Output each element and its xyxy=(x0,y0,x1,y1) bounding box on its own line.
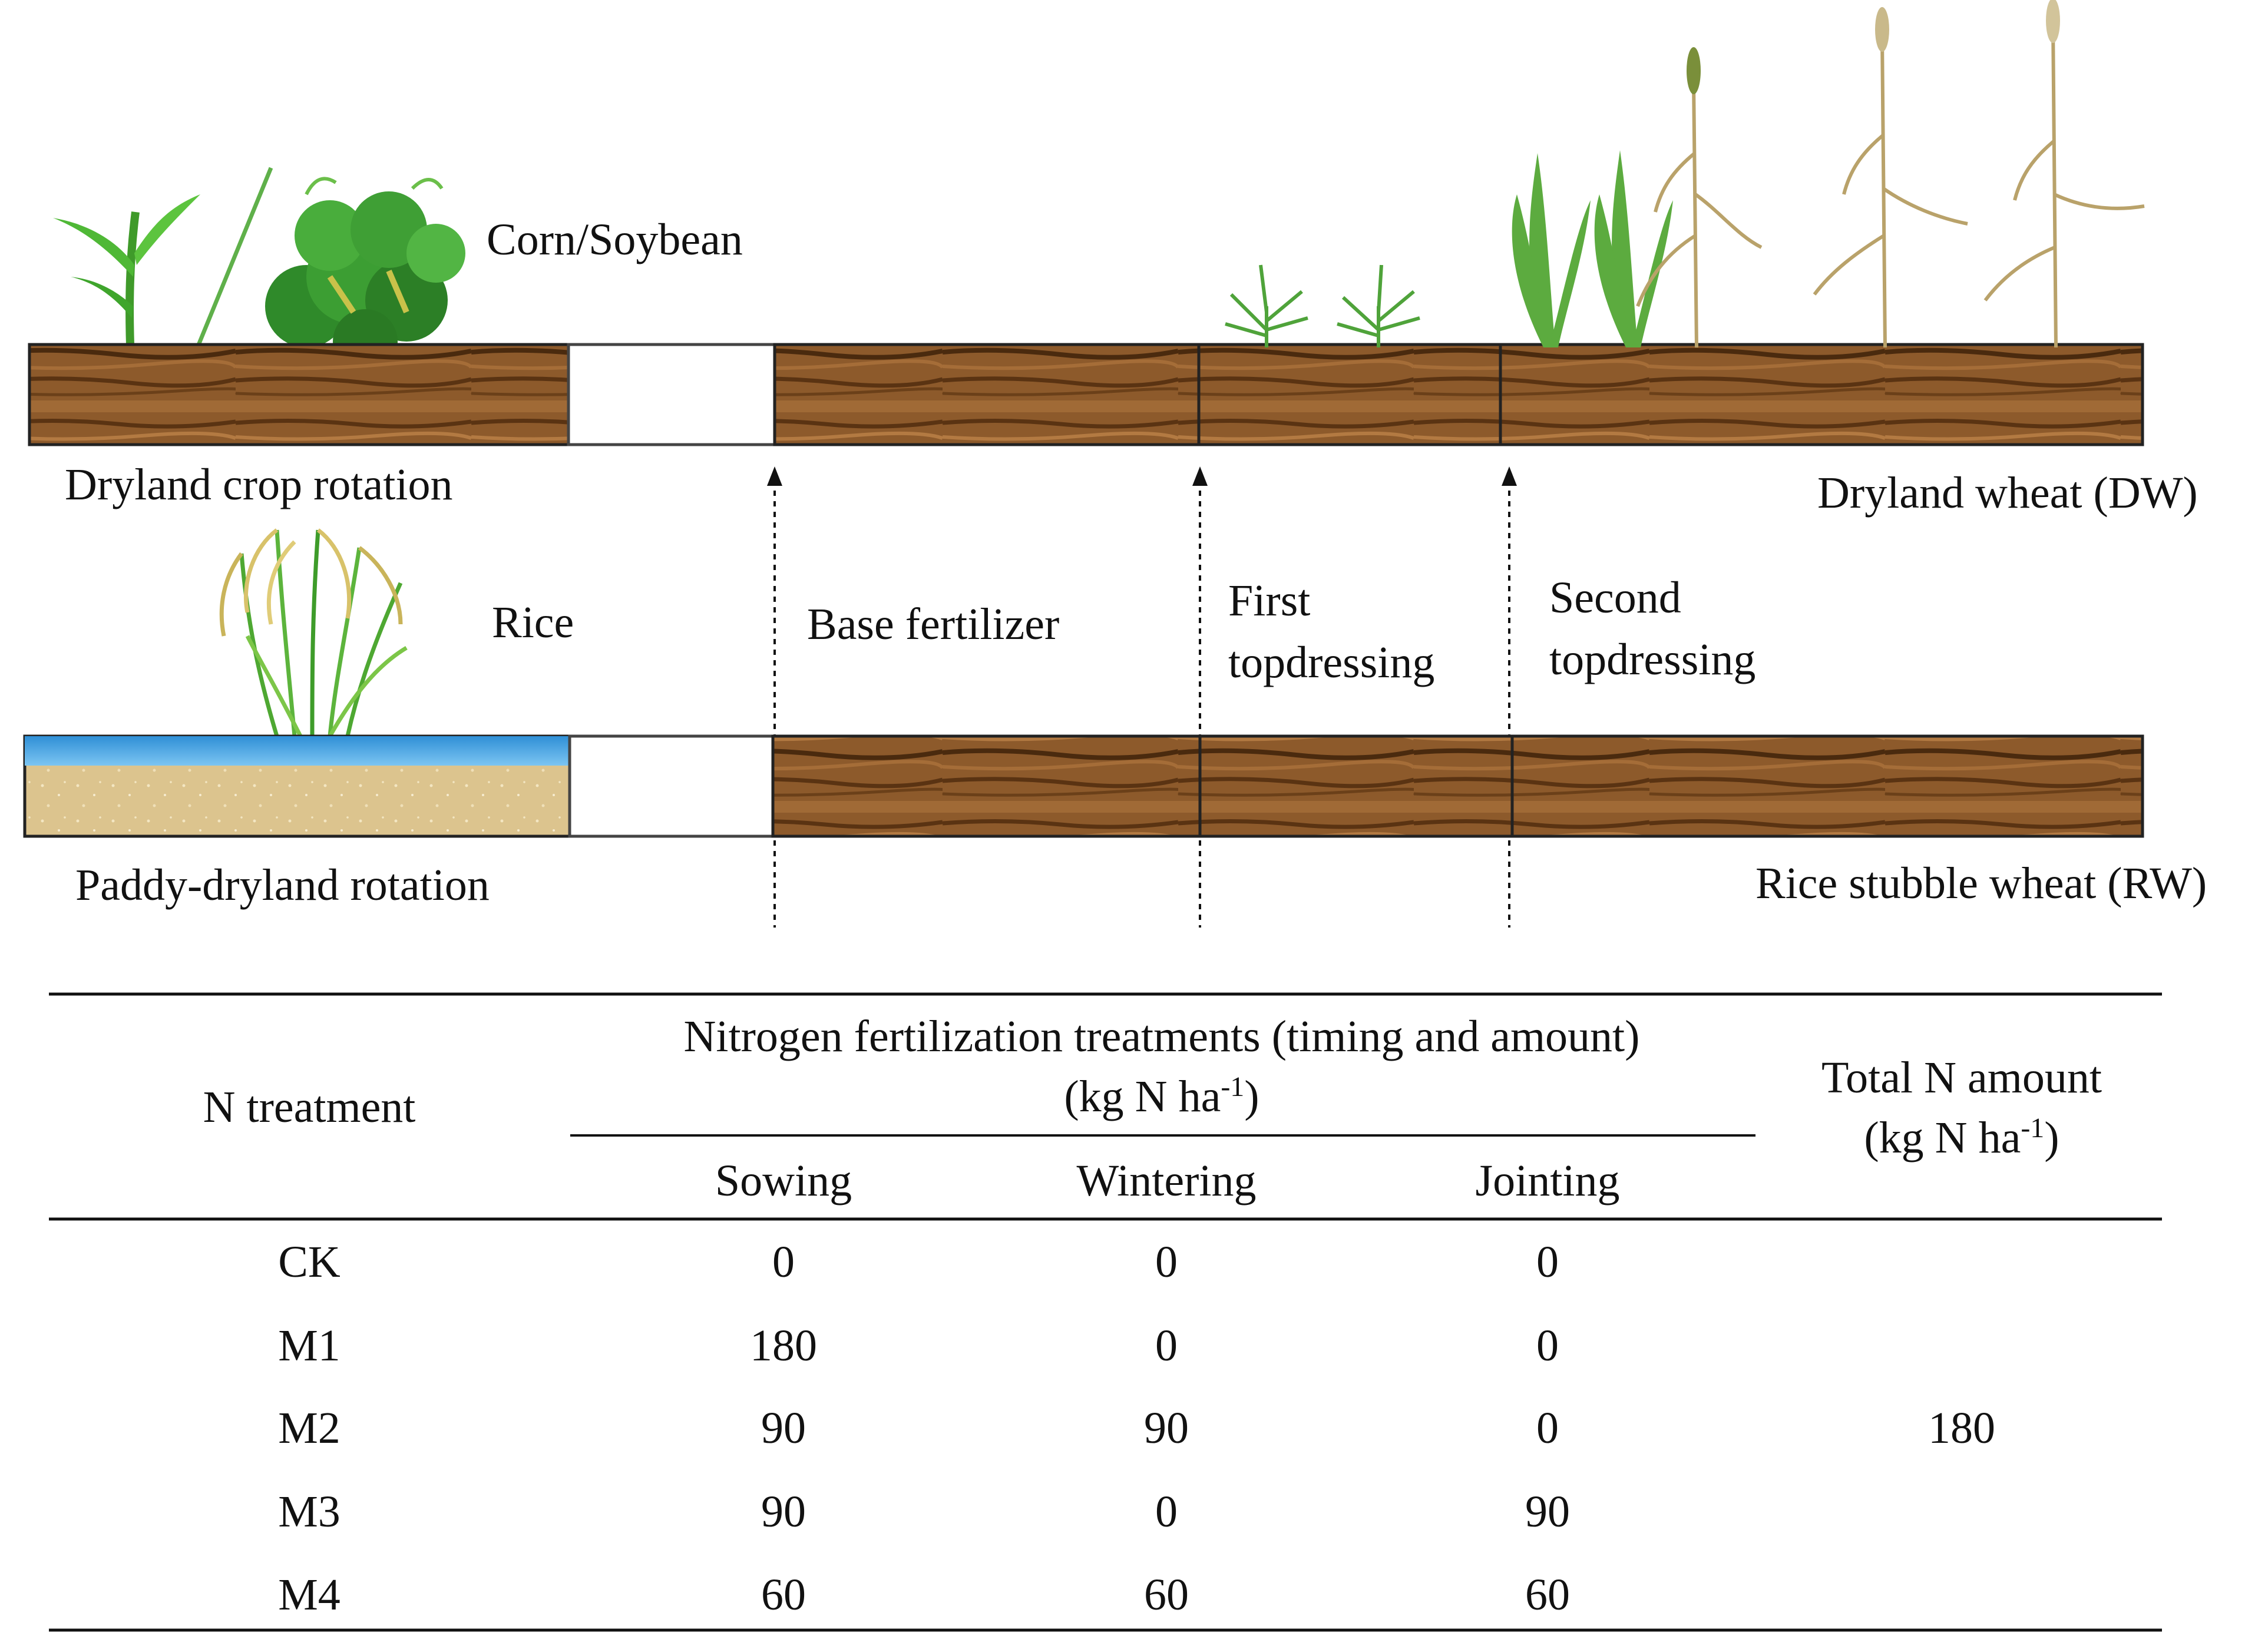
stalk-icon xyxy=(185,167,273,373)
row-m1-jointing: 0 xyxy=(1536,1321,1559,1370)
total-unit-suffix: ) xyxy=(2044,1113,2059,1163)
second-topdressing-label-1: Second xyxy=(1549,573,1681,622)
dryland-second-soil xyxy=(1499,343,2144,446)
second-arrow-head-icon xyxy=(1502,466,1517,486)
group-header-unit: (kg N ha-1) xyxy=(1064,1071,1259,1121)
first-topdressing-label-1: First xyxy=(1228,576,1310,625)
unit-prefix: (kg N ha xyxy=(1064,1072,1221,1121)
row-ck-name: CK xyxy=(278,1237,340,1287)
corn-plant-icon xyxy=(53,194,200,367)
row-ck-wintering: 0 xyxy=(1155,1237,1178,1287)
group-header-title: Nitrogen fertilization treatments (timin… xyxy=(684,1012,1640,1061)
row-ck-sowing: 0 xyxy=(772,1237,795,1287)
unit-exponent: -1 xyxy=(1221,1071,1244,1102)
row-m2-wintering: 90 xyxy=(1144,1403,1189,1453)
rice-label: Rice xyxy=(492,598,574,647)
row-m2-name: M2 xyxy=(278,1403,340,1453)
dryland-previous-soil xyxy=(28,343,570,446)
dryland-row: Corn/Soybean xyxy=(28,0,2198,518)
col-header-total: Total N amount xyxy=(1821,1053,2102,1102)
paddy-first-soil xyxy=(1198,734,1514,838)
col-header-treatment: N treatment xyxy=(203,1082,416,1132)
subheader-sowing: Sowing xyxy=(715,1156,852,1206)
first-arrow-head-icon xyxy=(1192,466,1208,486)
col-header-total-unit: (kg N ha-1) xyxy=(1864,1112,2059,1163)
subheader-jointing: Jointing xyxy=(1476,1156,1620,1206)
row-m4-sowing: 60 xyxy=(761,1570,806,1620)
dryland-gap xyxy=(567,343,776,446)
row-m3-name: M3 xyxy=(278,1487,340,1536)
row-m3-sowing: 90 xyxy=(761,1487,806,1536)
wheat-mature-icon xyxy=(1636,0,2145,348)
total-unit-prefix: (kg N ha xyxy=(1864,1113,2021,1163)
rice-stubble-wheat-label: Rice stubble wheat (RW) xyxy=(1755,859,2207,908)
subheader-wintering: Wintering xyxy=(1076,1156,1256,1206)
dryland-base-soil xyxy=(773,343,1201,446)
row-m2-jointing: 0 xyxy=(1536,1403,1559,1453)
row-m3-wintering: 0 xyxy=(1155,1487,1178,1536)
dryland-rotation-label: Dryland crop rotation xyxy=(65,460,452,509)
paddy-second-soil xyxy=(1510,734,2144,838)
row-m4-wintering: 60 xyxy=(1144,1570,1189,1620)
base-arrow-head-icon xyxy=(767,466,782,486)
unit-suffix: ) xyxy=(1244,1072,1259,1121)
dryland-wheat-label: Dryland wheat (DW) xyxy=(1817,468,2198,518)
row-m2-sowing: 90 xyxy=(761,1403,806,1453)
wheat-seedling-icon xyxy=(1225,264,1420,347)
row-m1-sowing: 180 xyxy=(750,1321,817,1370)
row-m4-jointing: 60 xyxy=(1525,1570,1570,1620)
paddy-row: Rice Paddy-dryland rotation Rice stubble… xyxy=(23,528,2207,910)
row-ck-jointing: 0 xyxy=(1536,1237,1559,1287)
row-m3-jointing: 90 xyxy=(1525,1487,1570,1536)
stage-markers xyxy=(773,480,1510,928)
paddy-rotation-label: Paddy-dryland rotation xyxy=(75,860,490,910)
total-unit-exponent: -1 xyxy=(2021,1112,2044,1144)
row-m1-wintering: 0 xyxy=(1155,1321,1178,1370)
paddy-gap xyxy=(568,734,775,838)
paddy-base-soil xyxy=(771,734,1202,838)
dryland-first-soil xyxy=(1197,343,1502,446)
corn-soybean-label: Corn/Soybean xyxy=(487,215,743,264)
rice-plant-icon xyxy=(219,528,408,737)
base-fertilizer-label: Base fertilizer xyxy=(807,600,1059,649)
second-topdressing-label-2: topdressing xyxy=(1549,635,1755,684)
paddy-water xyxy=(25,736,570,766)
row-m4-name: M4 xyxy=(278,1570,340,1620)
row-m1-name: M1 xyxy=(278,1321,340,1370)
first-topdressing-label-2: topdressing xyxy=(1228,638,1434,687)
total-value: 180 xyxy=(1928,1403,1995,1453)
wheat-jointing-icon xyxy=(1512,150,1673,347)
treatment-table: N treatment Nitrogen fertilization treat… xyxy=(49,992,2162,1632)
